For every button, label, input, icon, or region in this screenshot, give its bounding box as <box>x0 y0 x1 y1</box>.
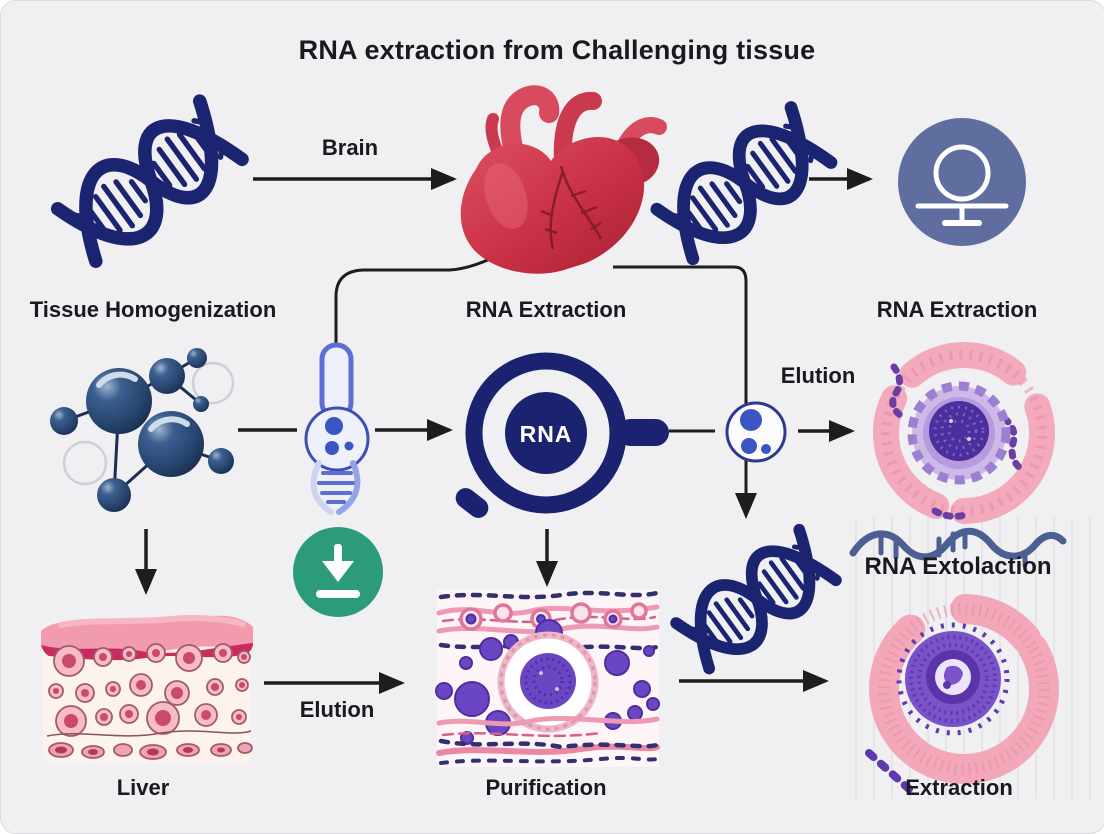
download-icon <box>293 527 383 617</box>
droplet-circle-icon <box>725 401 787 463</box>
analyzer-circle-icon <box>898 118 1026 246</box>
eluate-histology-image <box>873 342 1055 524</box>
section-label-rna-extraction-center: RNA Extraction <box>465 297 627 322</box>
dna-helix-top-right-icon <box>653 105 833 265</box>
homogenizer-tube-icon <box>304 342 370 515</box>
stage-label-extraction: Extraction <box>905 775 1013 800</box>
flow-arrows <box>135 168 873 694</box>
magnifier-rna-text: RNA <box>520 421 573 447</box>
rna-extolaction-label: RNA Extolaction <box>864 553 1052 580</box>
section-label-tissue-homogenization: Tissue Homogenization <box>29 297 277 322</box>
connector-heart-left <box>334 249 507 343</box>
purification-histology-image <box>435 589 660 767</box>
molecule-cluster-icon <box>50 348 235 512</box>
dna-helix-bottom-icon <box>672 527 838 674</box>
magnifier-rna-icon: RNA <box>455 352 669 518</box>
heart-icon <box>460 85 667 274</box>
section-label-rna-extraction-right: RNA Extraction <box>876 297 1038 322</box>
dna-helix-top-left-icon <box>53 98 244 267</box>
elution-bottom-label: Elution <box>299 697 375 722</box>
elution-top-label: Elution <box>780 363 856 388</box>
connector-heart-right <box>613 265 757 519</box>
rna-wave-icon <box>849 527 1067 568</box>
diagram-title: RNA extraction from Challenging tissue <box>298 35 816 65</box>
liver-tissue-image <box>41 614 253 763</box>
brain-flow-label: Brain <box>321 135 379 160</box>
specimen-label-liver: Liver <box>116 775 170 800</box>
extraction-histology-image <box>865 594 1059 793</box>
stage-label-purification: Purification <box>485 775 607 800</box>
